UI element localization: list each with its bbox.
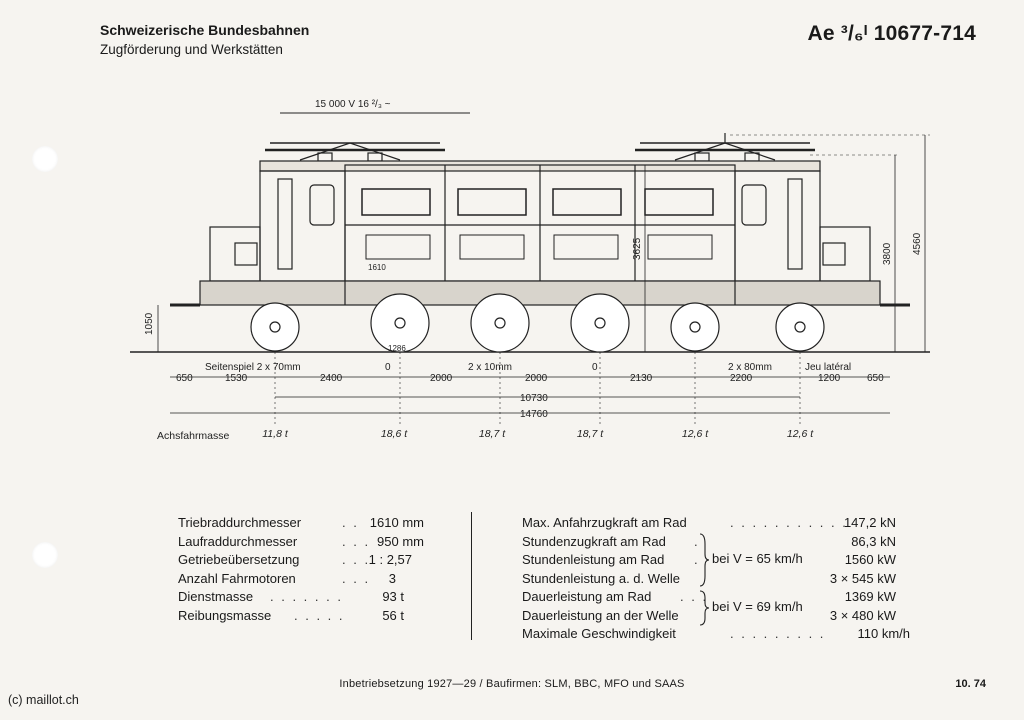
wheel-1286-label: 1286 [388, 344, 406, 353]
spec-value: 950 mm [377, 533, 424, 549]
wheel-1610-label: 1610 [368, 263, 386, 272]
spec-label: Laufraddurchmesser [178, 533, 298, 549]
copyright-notice: (c) maillot.ch [8, 693, 79, 707]
spec-value: 1560 kW [844, 552, 896, 567]
spec-value: 147,2 kN [843, 515, 896, 530]
zero-marker-2: 0 [592, 362, 598, 373]
spec-leader: . . . . . . . . . . . [730, 515, 848, 530]
dim-6: 2200 [730, 373, 753, 384]
spec-label: Dauerleistung am Rad [522, 589, 652, 604]
spec-label: Stundenzugkraft am Rad [522, 533, 666, 549]
axle-load-1: 11,8 t [262, 428, 288, 440]
spec-value: 1 : 2,57 [368, 552, 412, 567]
spec-value: 86,3 kN [851, 533, 896, 549]
spec-row: Reibungsmasse . . . . . 56 t [178, 607, 448, 626]
binder-hole-top [32, 146, 58, 172]
dim-0: 650 [176, 373, 193, 384]
axle-load-5: 12,6 t [681, 428, 709, 440]
table-divider [471, 512, 472, 640]
voltage-label: 15 000 V 16 ²/₃ ~ [315, 99, 391, 110]
service-info: Inbetriebsetzung 1927—29 / Baufirmen: SL… [339, 678, 685, 690]
dim-7: 1200 [818, 373, 841, 384]
pantograph-right [635, 133, 815, 162]
spec-value: 56 t [382, 607, 404, 623]
spec-row: Stundenleistung am Rad. 1560 kW [522, 551, 902, 570]
jeu-lateral-label: Jeu latéral [805, 362, 851, 373]
height-3800-label: 3800 [882, 242, 893, 265]
spec-row: Anzahl Fahrmotoren . . . 3 [178, 570, 448, 589]
dim-4: 2000 [525, 373, 548, 384]
continuous-rating-brace [699, 590, 710, 626]
spec-row: Getriebeübersetzung . . .1 : 2,57 [178, 551, 448, 570]
specs-left-table: Triebraddurchmesser . . 1610 mm Laufraddur… [178, 514, 448, 625]
spec-row: Dauerleistung an der Welle 3 × 480 kW [522, 607, 902, 626]
spec-value: 110 km/h [857, 626, 910, 641]
spec-label: Maximale Geschwindigkeit [522, 626, 676, 641]
spec-label: Triebraddurchmesser [178, 515, 302, 530]
axle-load-2: 18,6 t [380, 428, 408, 440]
spec-label: Reibungsmasse [178, 607, 272, 623]
spec-label: Dauerleistung an der Welle [522, 607, 679, 623]
spec-label: Stundenleistung am Rad [522, 552, 665, 567]
axle-load-label: Achsfahrmasse [157, 430, 230, 442]
side-play-right: 2 x 80mm [728, 362, 772, 373]
specs-right-table: Max. Anfahrzugkraft am Rad. . . . . . . … [522, 514, 910, 644]
department-name: Zugförderung und Werkstätten [100, 42, 283, 57]
spec-label: Anzahl Fahrmotoren [178, 570, 296, 586]
spec-label: Getriebeübersetzung [178, 552, 300, 567]
spec-value: 1369 kW [844, 589, 896, 604]
spec-row: Stundenleistung a. d. Welle 3 × 545 kW [522, 570, 902, 589]
pantograph-left [265, 142, 445, 162]
spec-leader: . . . . . [294, 607, 345, 623]
spec-label: Max. Anfahrzugkraft am Rad [522, 515, 687, 530]
height-4560-label: 4560 [912, 232, 923, 255]
spec-value: 1610 mm [369, 515, 424, 530]
hour-rating-brace [699, 533, 710, 587]
binder-hole-bottom [32, 542, 58, 568]
spec-row: Dienstmasse . . . . . . . 93 t [178, 588, 448, 607]
spec-row: Dauerleistung am Rad . . . 1369 kW [522, 588, 902, 607]
organization-name: Schweizerische Bundesbahnen [100, 22, 310, 38]
length-label: 14760 [520, 409, 548, 420]
spec-value: 3 × 545 kW [829, 570, 896, 586]
height-3625-label: 3625 [632, 237, 643, 260]
spec-leader: . [694, 533, 700, 549]
dim-2: 2400 [320, 373, 343, 384]
continuous-rating-condition: bei V = 69 km/h [712, 599, 803, 614]
height-1050-label: 1050 [144, 312, 155, 335]
wheelbase-label: 10730 [520, 393, 548, 404]
spec-value: 3 × 480 kW [829, 607, 896, 623]
spec-leader: . . . . . . . [270, 589, 343, 604]
spec-value: 93 t [382, 589, 404, 604]
spec-label: Dienstmasse [178, 589, 254, 604]
dim-3: 2000 [430, 373, 453, 384]
axle-load-4: 18,7 t [576, 428, 604, 440]
locomotive-code: Ae ³/₆ᴵ 10677-714 [807, 22, 976, 45]
spec-row: Triebraddurchmesser . . 1610 mm [178, 514, 448, 533]
spec-leader: . . . [342, 570, 371, 586]
locomotive-elevation-drawing: 15 000 V 16 ²/₃ ~ 1050 3625 3800 4560 16… [130, 99, 930, 425]
dim-8: 650 [867, 373, 884, 384]
spec-leader: . . . . . . . . . [730, 626, 826, 641]
spec-row: Laufraddurchmesser . . . 950 mm [178, 533, 448, 552]
spec-value: 3 [388, 570, 396, 586]
spec-leader: . . . [342, 533, 371, 549]
spec-leader: . . . [342, 552, 371, 567]
axle-load-3: 18,7 t [478, 428, 506, 440]
hour-rating-condition: bei V = 65 km/h [712, 551, 803, 566]
spec-leader: . [694, 552, 700, 567]
spec-row: Stundenzugkraft am Rad. 86,3 kN [522, 533, 902, 552]
issue-date: 10. 74 [955, 678, 986, 690]
spec-leader: . . . [680, 589, 709, 604]
spec-row: Max. Anfahrzugkraft am Rad . . . . . . . … [522, 514, 902, 533]
side-play-left: Seitenspiel 2 x 70mm [205, 362, 301, 373]
zero-marker-1: 0 [385, 362, 391, 373]
spec-leader: . . [342, 515, 359, 530]
spec-label: Stundenleistung a. d. Welle [522, 570, 681, 586]
side-play-mid: 2 x 10mm [468, 362, 512, 373]
axle-load-6: 12,6 t [786, 428, 814, 440]
dim-5: 2130 [630, 373, 653, 384]
dim-1: 1530 [225, 373, 248, 384]
spec-row: Maximale Geschwindigkeit . . . . . . . . … [522, 625, 910, 644]
